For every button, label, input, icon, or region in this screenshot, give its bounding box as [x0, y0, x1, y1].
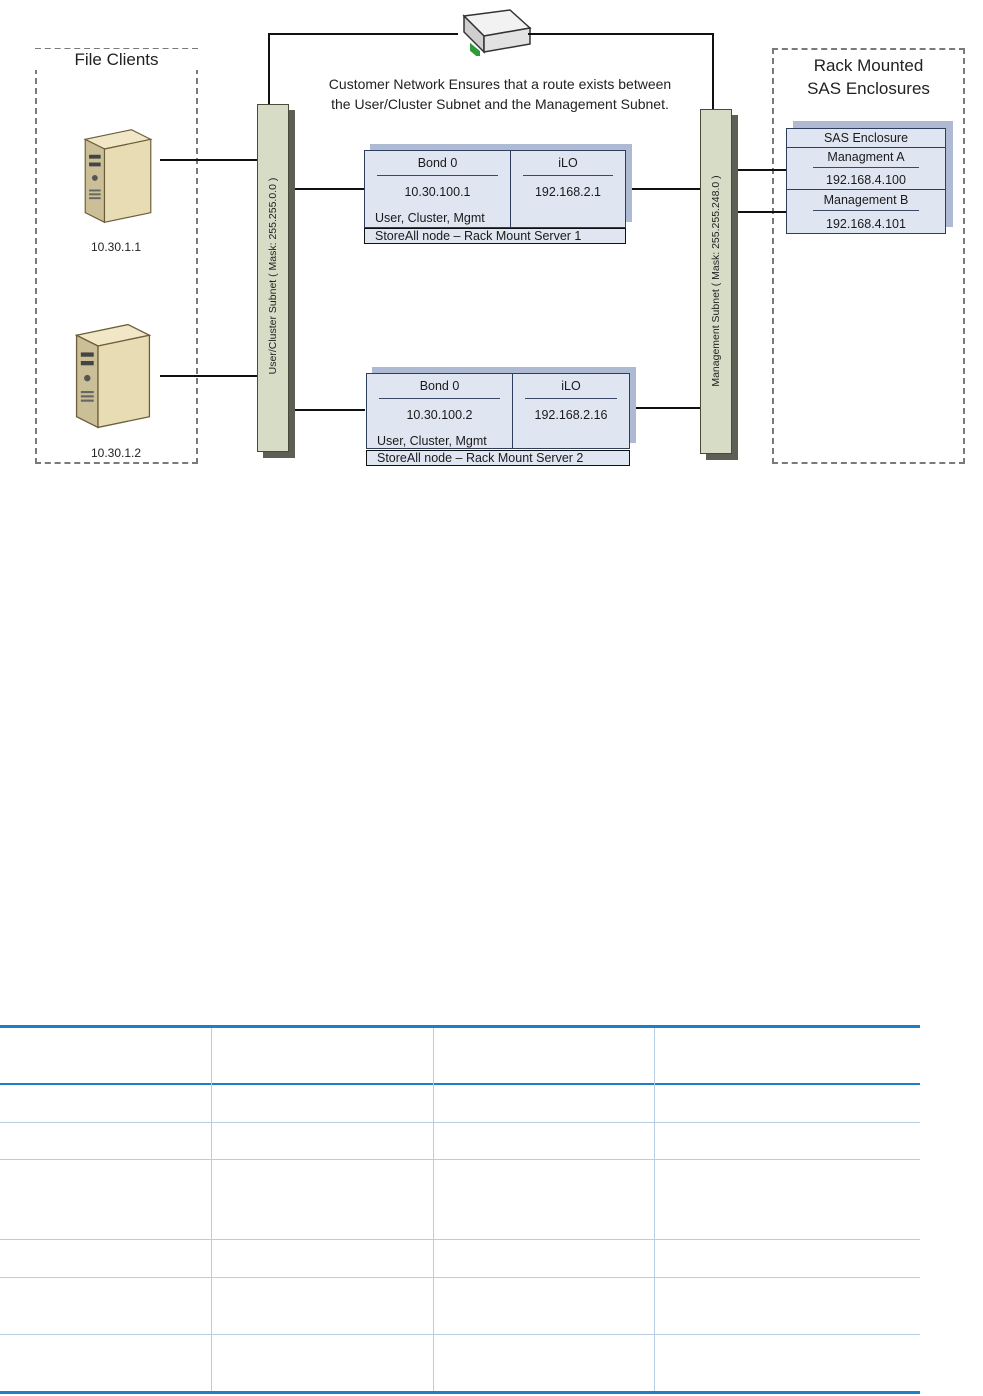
- server2-ilo-cell: iLO 192.168.2.16: [513, 374, 629, 448]
- client2-link: [160, 375, 257, 377]
- sas-mgmt-b: Management B 192.168.4.101: [787, 190, 945, 234]
- sas-enclosure-box: SAS Enclosure Managment A 192.168.4.100 …: [786, 128, 946, 234]
- sas-mgmt-a: Managment A 192.168.4.100: [787, 148, 945, 190]
- divider: [813, 210, 919, 211]
- server1-ilo-header: iLO: [558, 156, 578, 170]
- server1-bond-link: [295, 188, 365, 190]
- rack-mounted-group: [772, 48, 965, 464]
- empty-table: [0, 1025, 920, 1395]
- server2-bond-link: [295, 409, 365, 411]
- sas-enclosure-title: SAS Enclosure: [787, 129, 945, 148]
- table-top-rule: [0, 1025, 920, 1028]
- table-row-rule: [0, 1122, 920, 1123]
- sas-mgmt-a-link: [738, 169, 786, 171]
- server1-box: Bond 0 10.30.100.1 User, Cluster, Mgmt i…: [364, 150, 626, 228]
- table-row-rule: [0, 1334, 920, 1335]
- server2-ilo-ip: 192.168.2.16: [534, 408, 608, 422]
- client-computer-icon: [74, 323, 152, 429]
- sas-mgmt-b-label: Management B: [823, 193, 909, 207]
- user-cluster-subnet-bar: [257, 104, 289, 452]
- table-column-divider: [433, 1028, 434, 1391]
- client1-ip: 10.30.1.1: [90, 240, 142, 254]
- server2-bond-header: Bond 0: [419, 379, 460, 393]
- server1-bond-cell: Bond 0 10.30.100.1 User, Cluster, Mgmt: [365, 151, 511, 227]
- table-column-divider: [654, 1028, 655, 1391]
- sas-enclosure-title-text: SAS Enclosure: [823, 131, 909, 145]
- server1-caption: StoreAll node – Rack Mount Server 1: [364, 228, 626, 244]
- divider: [525, 398, 617, 399]
- divider: [377, 175, 498, 176]
- client1-link: [160, 159, 257, 161]
- router-link-right-top: [528, 33, 714, 35]
- router-link-left-top: [268, 33, 458, 35]
- client-computer-icon: [83, 129, 153, 224]
- management-subnet-label: Management Subnet ( Mask: 255.255.248.0 …: [710, 175, 722, 387]
- server1-bond-ip: 10.30.100.1: [404, 185, 471, 199]
- user-cluster-subnet-label: User/Cluster Subnet ( Mask: 255.255.0.0 …: [267, 177, 279, 375]
- server2-box: Bond 0 10.30.100.2 User, Cluster, Mgmt i…: [366, 373, 630, 449]
- sas-mgmt-b-link: [738, 211, 786, 213]
- rack-mounted-title-line1: Rack Mounted: [813, 56, 924, 75]
- sas-mgmt-a-ip: 192.168.4.100: [826, 173, 906, 187]
- router-link-right-down: [712, 33, 714, 113]
- server2-caption: StoreAll node – Rack Mount Server 2: [366, 450, 630, 466]
- divider: [813, 167, 919, 168]
- table-row-rule: [0, 1159, 920, 1160]
- divider: [523, 175, 613, 176]
- table-row-rule: [0, 1239, 920, 1240]
- table-bottom-rule: [0, 1391, 920, 1394]
- rack-mounted-title-line2: SAS Enclosures: [807, 79, 930, 98]
- server2-roles: User, Cluster, Mgmt: [377, 434, 487, 448]
- server1-roles: User, Cluster, Mgmt: [375, 211, 485, 225]
- sas-mgmt-b-ip: 192.168.4.101: [826, 217, 906, 231]
- divider: [379, 398, 500, 399]
- client2-ip: 10.30.1.2: [90, 446, 142, 460]
- router-icon: [462, 9, 532, 56]
- sas-mgmt-a-label: Managment A: [827, 150, 905, 164]
- network-note-line1: Customer Network Ensures that a route ex…: [328, 76, 672, 92]
- server2-ilo-link: [632, 407, 700, 409]
- server1-ilo-ip: 192.168.2.1: [534, 185, 602, 199]
- network-diagram: File Clients Rack Mounted SAS Enclosures…: [0, 0, 983, 480]
- network-note-line2: the User/Cluster Subnet and the Manageme…: [331, 96, 669, 112]
- server2-bond-ip: 10.30.100.2: [406, 408, 473, 422]
- table-column-divider: [211, 1028, 212, 1391]
- server1-ilo-link: [625, 188, 700, 190]
- table-header-rule: [0, 1083, 920, 1085]
- router-link-left-down: [268, 33, 270, 109]
- server1-bond-header: Bond 0: [417, 156, 458, 170]
- server1-ilo-cell: iLO 192.168.2.1: [511, 151, 625, 227]
- table-row-rule: [0, 1277, 920, 1278]
- management-subnet-bar: [700, 109, 732, 454]
- server2-ilo-header: iLO: [561, 379, 581, 393]
- file-clients-title: File Clients: [35, 49, 198, 70]
- server2-bond-cell: Bond 0 10.30.100.2 User, Cluster, Mgmt: [367, 374, 513, 448]
